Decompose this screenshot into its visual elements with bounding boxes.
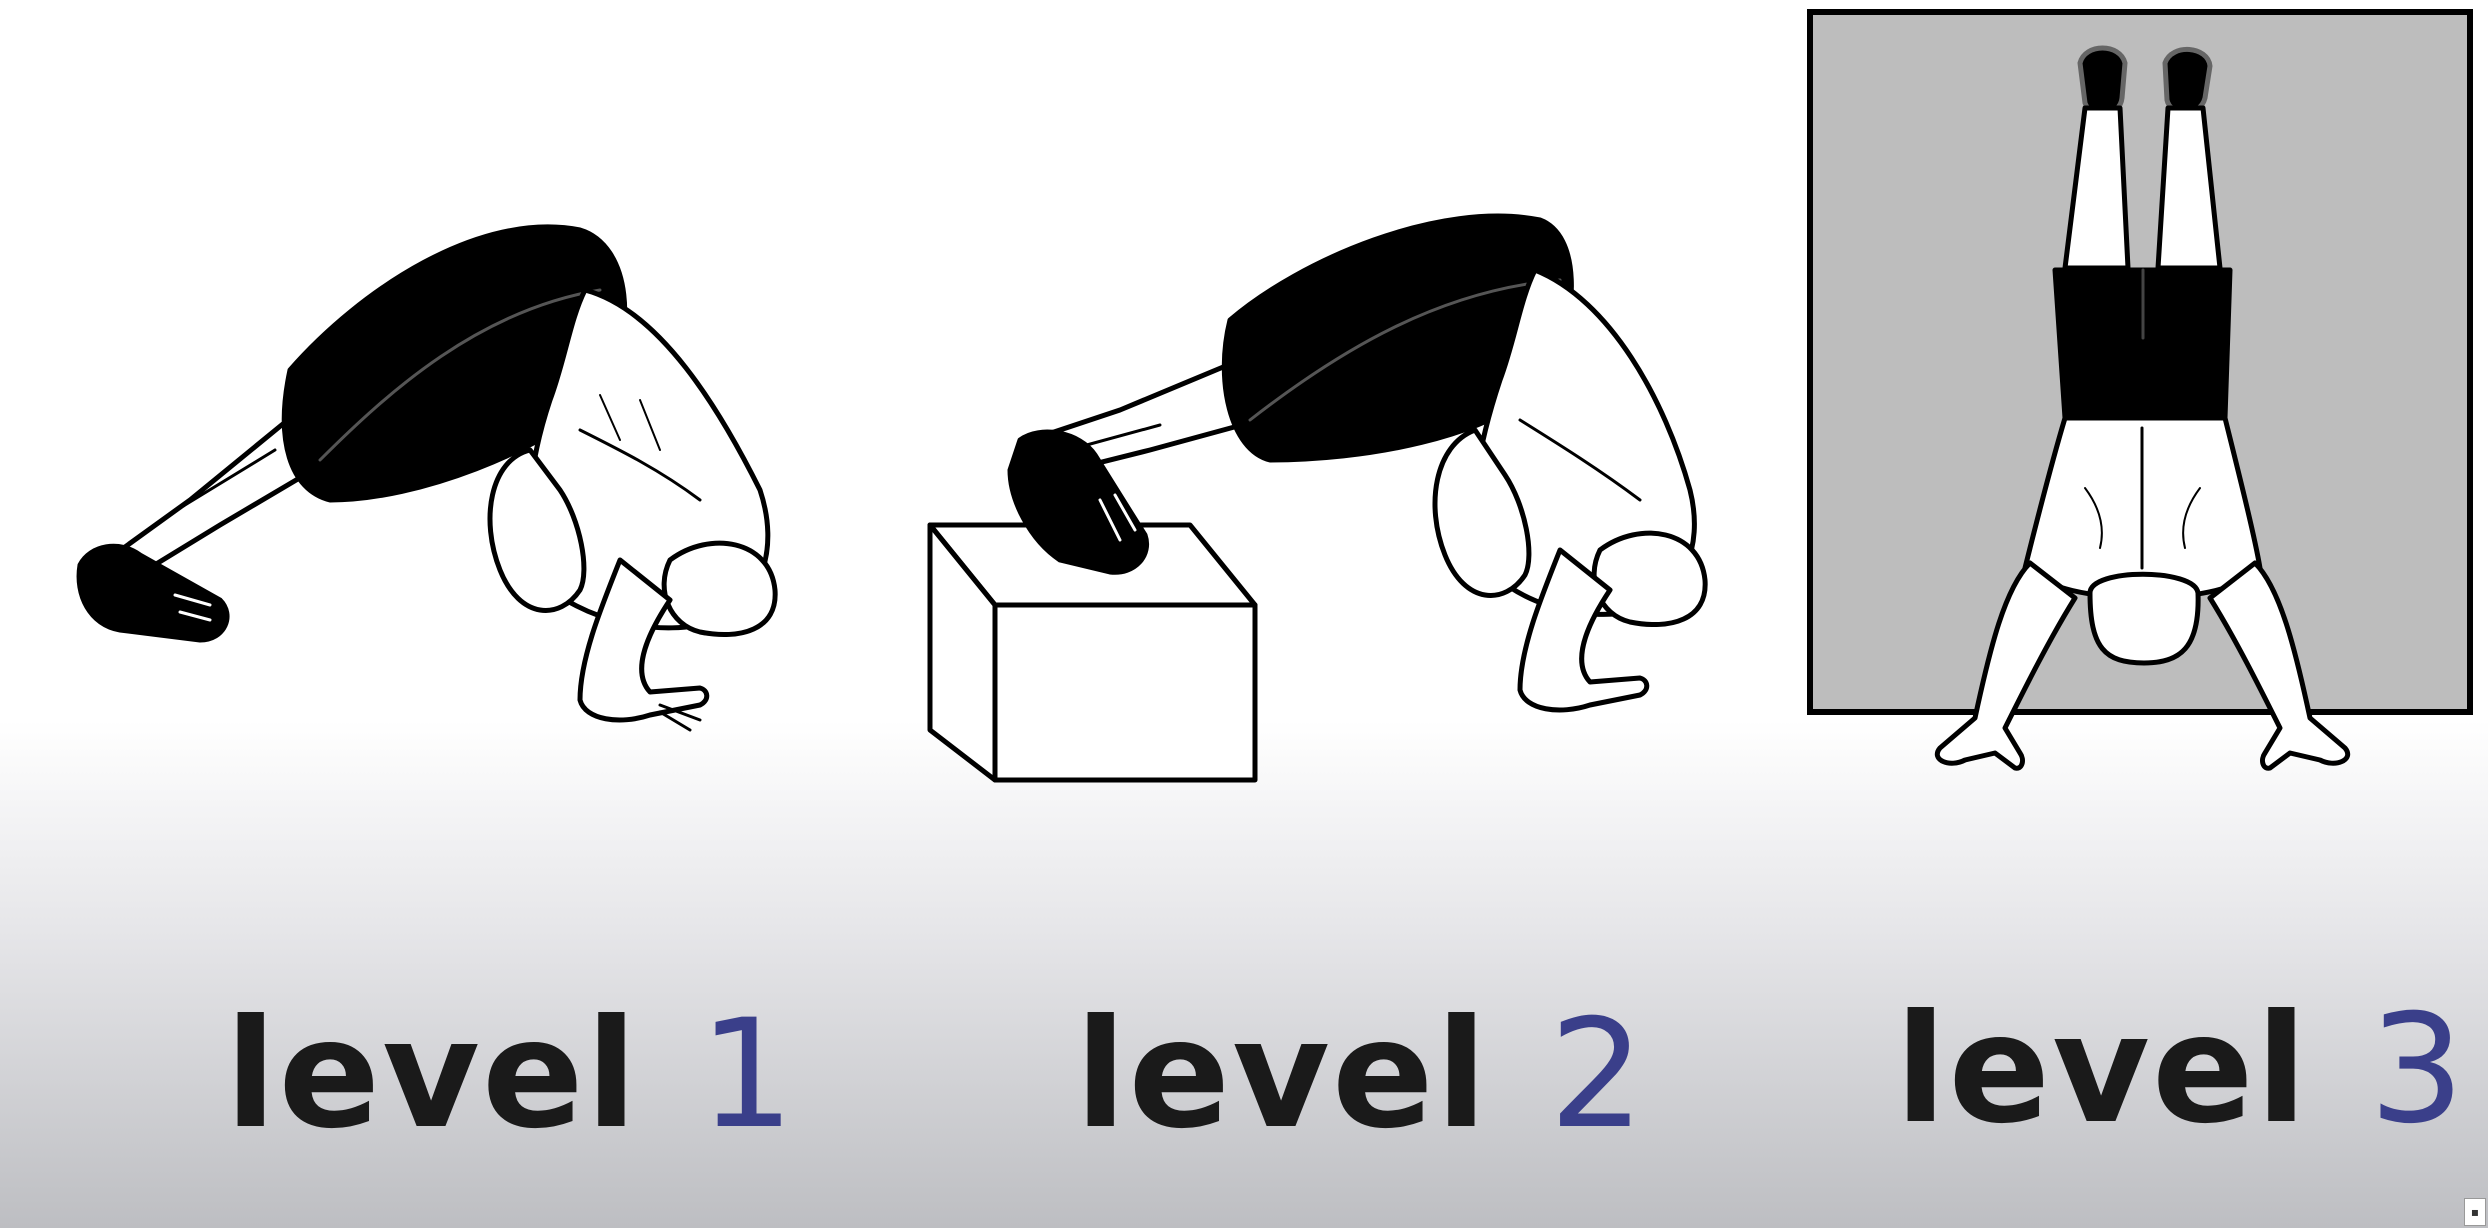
level-number: 2 [1549,988,1647,1162]
level-number: 3 [2369,983,2467,1157]
level-number: 1 [699,988,797,1162]
level-3-label: level 3 [1895,985,2467,1155]
corner-badge-icon: ▪ [2464,1198,2486,1226]
level-2-label: level 2 [1075,990,1647,1160]
level-word: level [1895,983,2310,1157]
wall-handstand-push-up-icon [1807,9,2473,771]
elevated-pike-push-up-icon [927,213,1708,783]
level-word: level [225,988,640,1162]
level-1-label: level 1 [225,990,797,1160]
level-word: level [1075,988,1490,1162]
pike-push-up-icon [76,224,778,732]
